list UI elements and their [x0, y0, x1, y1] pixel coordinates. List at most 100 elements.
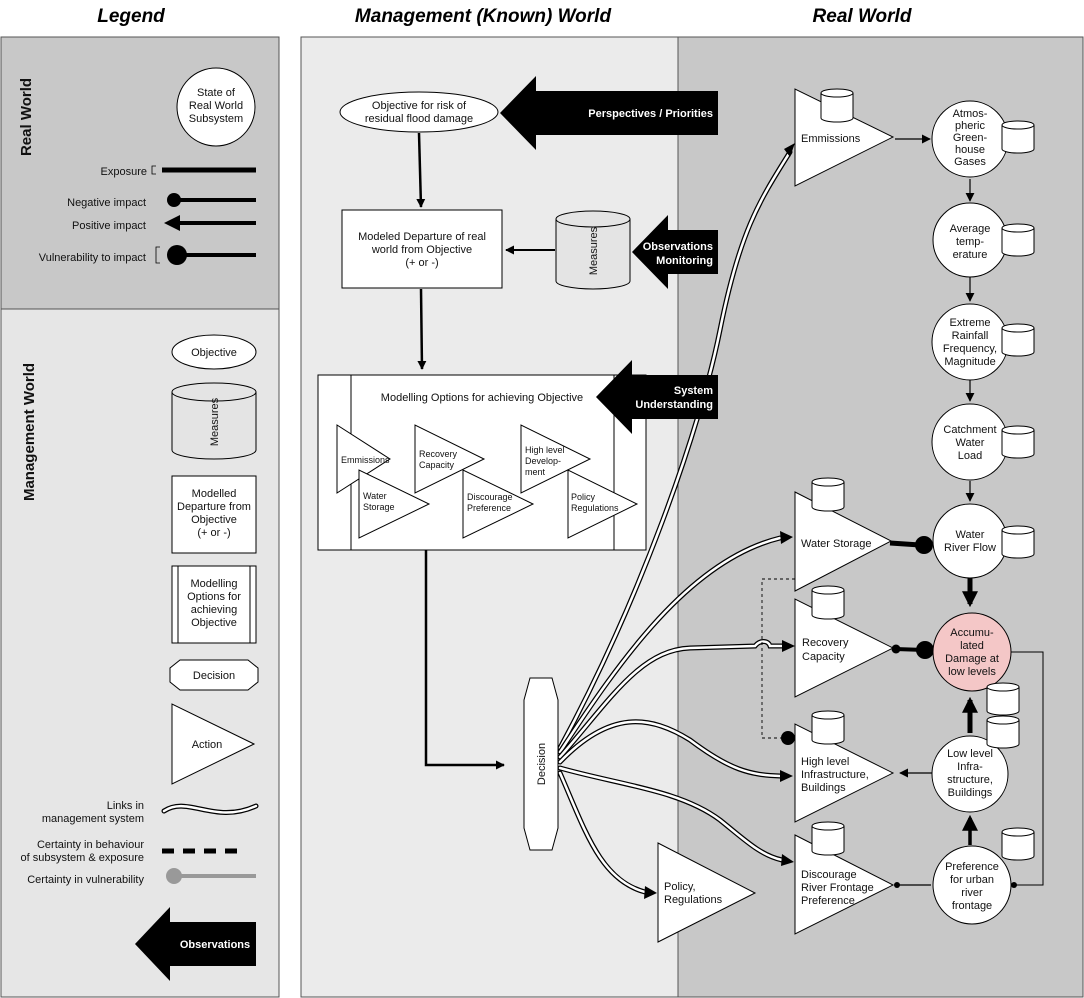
legend-objective-shape: Objective — [171, 334, 257, 370]
link-head-discourage — [781, 854, 794, 866]
real-world-header: Real World — [813, 6, 912, 27]
cylinder-icon — [811, 585, 845, 620]
svg-text:Measures: Measures — [588, 226, 600, 275]
legend-exposure-line: Exposure — [101, 165, 256, 178]
legend-positive-impact-arrow: Positive impact — [72, 215, 256, 232]
svg-text:Measures: Measures — [209, 397, 221, 446]
svg-text:Water Storage: Water Storage — [801, 538, 872, 550]
svg-text:Observations: Observations — [180, 939, 250, 951]
cylinder-icon — [986, 715, 1020, 749]
options-box: Modelling Options for achieving Objectiv… — [317, 374, 647, 551]
cylinder-icon — [1001, 323, 1035, 357]
legend-action-triangle: Action — [171, 703, 256, 785]
high-infra-vulnerability-dot — [781, 731, 795, 745]
svg-text:Decision: Decision — [193, 670, 235, 682]
policy-regulations-action: Policy,Regulations — [657, 842, 757, 943]
preference-to-discourage-dot — [894, 882, 900, 888]
action-cylinders — [811, 88, 854, 856]
link-head-policy — [644, 886, 657, 899]
cylinder-icon — [1001, 223, 1035, 257]
decision-links — [557, 149, 793, 895]
action-emmissions: Emmissions — [794, 88, 895, 187]
cylinder-icon — [1001, 525, 1035, 559]
legend-management-world-label: Management World — [21, 363, 38, 501]
option-discourage-preference — [462, 469, 535, 539]
svg-text:Positive impact: Positive impact — [72, 220, 146, 232]
legend-header: Legend — [97, 6, 165, 27]
decision-node: Decision — [523, 677, 559, 851]
state-cylinders — [986, 120, 1035, 861]
damage-to-preference-dot — [1011, 882, 1017, 888]
legend-vulnerability-line: Vulnerability to impact — [39, 245, 256, 265]
svg-text:Objective: Objective — [191, 347, 237, 359]
cylinder-icon — [820, 88, 854, 123]
link-head-emmissions — [784, 143, 795, 157]
management-world-header: Management (Known) World — [355, 6, 612, 27]
cylinder-icon — [1001, 425, 1035, 459]
svg-text:Decision: Decision — [536, 743, 548, 785]
svg-text:Negative impact: Negative impact — [67, 197, 146, 209]
water-storage-negative-impact — [889, 536, 933, 554]
recovery-vulnerability-impact — [891, 641, 934, 659]
legend-negative-impact-line: Negative impact — [67, 193, 256, 209]
legend-measures-cylinder-icon: Measures — [171, 382, 257, 460]
svg-text:Action: Action — [192, 739, 223, 751]
svg-text:Perspectives / Priorities: Perspectives / Priorities — [588, 108, 713, 120]
cylinder-icon — [986, 682, 1020, 716]
cylinder-icon — [811, 821, 845, 856]
svg-text:Vulnerability to impact: Vulnerability to impact — [39, 252, 146, 264]
link-head-high-infra — [780, 770, 793, 782]
legend-decision-octagon: Decision — [169, 659, 259, 691]
svg-text:Emmissions: Emmissions — [341, 455, 390, 465]
perspectives-priorities-arrow-icon: Perspectives / Priorities — [500, 76, 718, 150]
state-connectors — [895, 134, 1044, 886]
svg-text:Certainty in vulnerability: Certainty in vulnerability — [27, 874, 144, 886]
option-policy-regulations — [567, 469, 639, 539]
action-water-storage: Water Storage — [794, 491, 893, 592]
link-head-recovery — [782, 640, 795, 652]
option-water-storage — [358, 469, 431, 539]
link-head-water-storage — [780, 531, 793, 544]
svg-text:Policy,Regulations: Policy,Regulations — [664, 881, 723, 906]
cylinder-icon — [1001, 827, 1035, 861]
cylinder-icon — [811, 710, 845, 745]
departure-to-options-arrow — [417, 288, 427, 370]
